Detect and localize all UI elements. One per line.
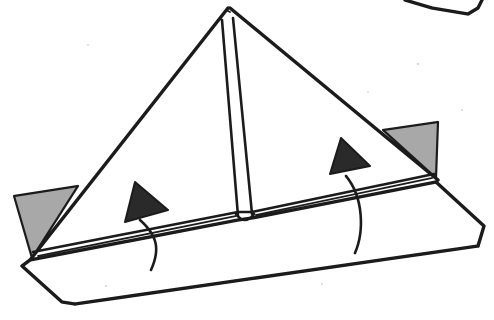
right-shaded-corner <box>383 122 438 178</box>
paper-speckles <box>87 44 463 287</box>
stray-paper-corner <box>405 0 482 14</box>
boat-hull <box>22 182 484 304</box>
fold-band <box>30 174 436 260</box>
left-shaded-corner <box>14 186 78 258</box>
